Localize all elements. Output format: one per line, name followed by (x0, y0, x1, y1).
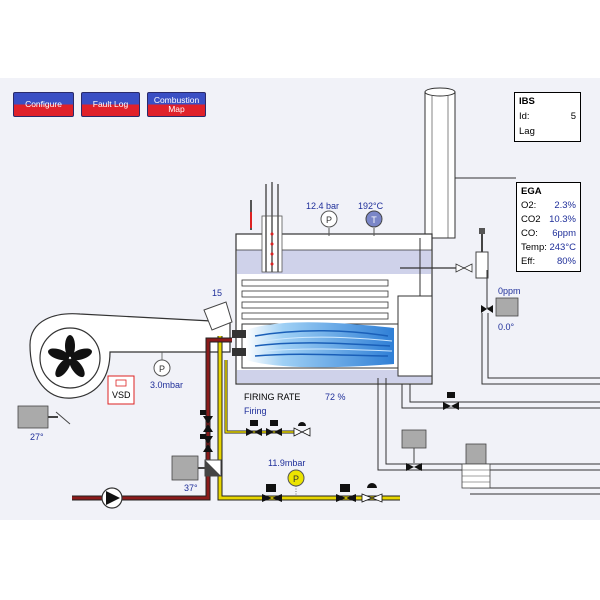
vsd-label: VSD (112, 390, 131, 400)
ega-row-o2: O2:2.3% (521, 200, 576, 211)
fan-motor (17, 405, 49, 429)
steam-pressure-value: 12.4 bar (306, 201, 340, 211)
pilot-valves (246, 420, 311, 437)
water-angle-value: 0.0° (498, 322, 515, 332)
ibs-id-label: Id: (519, 111, 530, 122)
ibs-title: IBS (519, 96, 535, 107)
firing-status: Firing (244, 406, 267, 416)
ega-row-temp: Temp:243°C (521, 242, 576, 253)
fan-angle-value: 27° (30, 432, 44, 442)
pump-angle-value: 37° (184, 483, 198, 493)
air-damper-value: 15 (212, 288, 223, 298)
gas-pressure-gauge (287, 469, 305, 487)
steam-temp-gauge (365, 210, 383, 228)
level-probes (250, 182, 283, 273)
air-damper[interactable] (203, 301, 233, 331)
vsd-drive[interactable] (107, 375, 135, 405)
configure-button[interactable]: Configure (13, 92, 74, 117)
ibs-lag-label: Lag (519, 126, 535, 137)
steam-pressure-gauge (320, 210, 338, 228)
combustion-fan (29, 313, 231, 399)
blowdown-actuator (401, 429, 427, 449)
main-gas-valves (262, 483, 383, 503)
water-level-ppm: 0ppm (498, 286, 521, 296)
fault-log-button[interactable]: Fault Log (81, 92, 140, 117)
ibs-panel: IBS Id: 5 Lag (514, 92, 581, 142)
stack (424, 87, 456, 239)
ega-row-co: CO:6ppm (521, 228, 576, 239)
burner-flame (246, 322, 394, 368)
steam-temp-value: 192°C (358, 201, 384, 211)
svg-text:P: P (159, 364, 165, 374)
ega-row-eff: Eff:80% (521, 256, 576, 267)
oil-valves (200, 410, 213, 452)
ega-title: EGA (521, 186, 542, 197)
svg-text:P: P (293, 474, 299, 484)
pump-motor (171, 455, 199, 481)
combustion-map-button[interactable]: Combustion Map (147, 92, 206, 117)
ibs-id-value: 5 (570, 111, 576, 122)
svg-text:T: T (371, 215, 377, 225)
fan-pressure-value: 3.0mbar (150, 380, 184, 390)
svg-text:P: P (326, 215, 332, 225)
level-actuator (495, 297, 519, 317)
firing-rate-label: FIRING RATE (244, 392, 301, 402)
firing-rate-value: 72 % (325, 392, 346, 402)
gas-pressure-value: 11.9mbar (268, 458, 306, 468)
